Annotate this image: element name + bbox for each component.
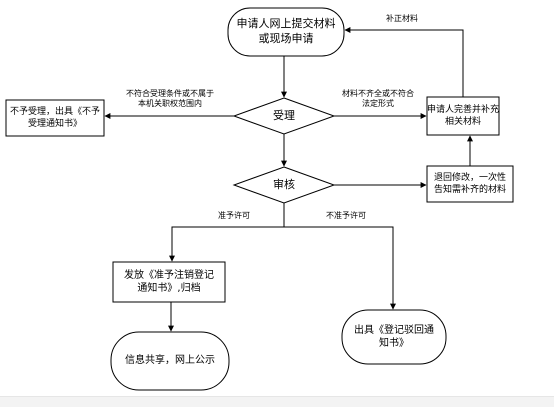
- edge-deny-to-dismiss: [284, 226, 396, 310]
- accept-node-label: 受理: [273, 108, 295, 122]
- issue-node-line-2: 通知书》,归档: [137, 283, 201, 294]
- edge-label-supplement-correct-text: 补正材料: [386, 14, 418, 23]
- edge-label-not-conform-right-line-1: 材料不齐全或不符合: [342, 89, 414, 98]
- edge-label-deny: 不准予许可: [314, 211, 378, 221]
- share-node-shape: [110, 331, 230, 391]
- reject-node-line-2: 受理通知书》: [27, 119, 82, 129]
- start-node-line-2: 或现场申请: [258, 32, 314, 45]
- issue-node-line-1: 发放《准予注销登记: [124, 269, 214, 281]
- edge-label-not-conform-left-line-2: 本机关职权范围内: [138, 99, 202, 109]
- return-node-line-2: 告知需补齐的材料: [433, 185, 506, 195]
- reject-node-line-1: 不予受理，出具《不予: [9, 106, 100, 117]
- review-node: 审核: [258, 175, 310, 195]
- start-node: 申请人网上提交材料或现场申请: [228, 8, 344, 56]
- supplement-node-line-2: 相关材料: [445, 117, 482, 127]
- return-node: 退回修改，一次性告知需补齐的材料: [427, 166, 513, 202]
- edge-supplement-to-start: [344, 27, 464, 97]
- return-box-shape: [426, 165, 514, 203]
- edge-label-approve-text: 准予许可: [218, 211, 250, 220]
- share-node-label: 信息共享，网上公示: [125, 355, 215, 367]
- return-node-line-1: 退回修改，一次性: [433, 172, 506, 183]
- edge-approve-to-issue: [169, 226, 284, 262]
- bottom-strip: [0, 396, 554, 407]
- supplement-node-line-1: 申请人完善并补充: [427, 104, 500, 115]
- dismiss-node-line-1: 出具《登记驳回通: [354, 324, 434, 336]
- review-node-label: 审核: [273, 177, 295, 191]
- edge-label-not-conform-right-line-2: 法定形式: [362, 99, 394, 109]
- issue-box-shape: [112, 261, 226, 303]
- reject-node: 不予受理，出具《不予受理通知书》: [6, 100, 104, 136]
- accept-node: 受理: [258, 106, 310, 126]
- start-node-line-1: 申请人网上提交材料: [236, 17, 336, 31]
- dismiss-node-line-2: 知书》: [379, 338, 409, 349]
- dismiss-node: 出具《登记驳回通知书》: [342, 310, 446, 364]
- edge-label-not-conform-right: 材料不齐全或不符合 法定形式: [330, 89, 426, 110]
- dismiss-node-shape: [341, 309, 447, 365]
- edge-label-deny-text: 不准予许可: [326, 211, 366, 220]
- reject-box-shape: [5, 99, 105, 137]
- edge-label-not-conform-left: 不符合受理条件或不属于 本机关职权范围内: [112, 89, 228, 110]
- edge-label-not-conform-left-line-1: 不符合受理条件或不属于: [126, 89, 214, 98]
- start-node-shape: [227, 7, 345, 57]
- edge-label-approve: 准予许可: [204, 211, 264, 221]
- edge-label-supplement-correct: 补正材料: [372, 14, 432, 24]
- share-node: 信息共享，网上公示: [111, 332, 229, 390]
- issue-node: 发放《准予注销登记通知书》,归档: [113, 262, 225, 302]
- supplement-node: 申请人完善并补充相关材料: [427, 97, 499, 135]
